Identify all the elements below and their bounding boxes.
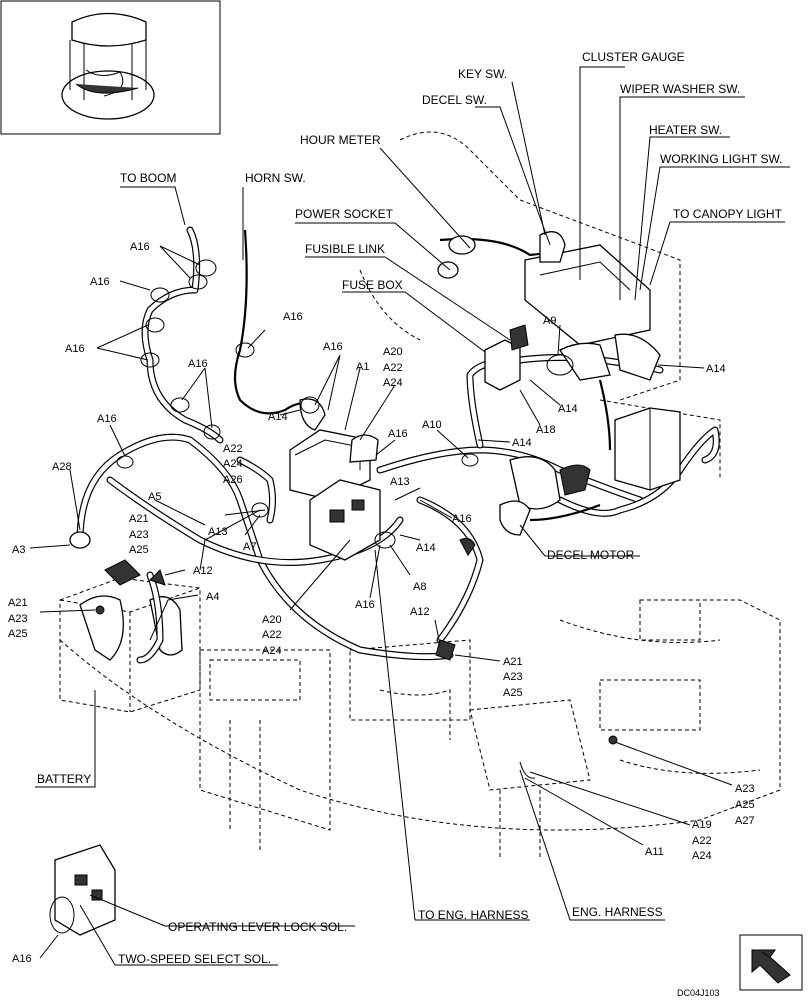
label-fuse-box: FUSE BOX xyxy=(342,278,403,292)
callout-a16: A16 xyxy=(97,413,117,425)
callout-a23: A23 xyxy=(503,671,523,683)
callout-a23: A23 xyxy=(129,529,149,541)
callout-a25: A25 xyxy=(8,628,28,640)
label-cluster-gauge: CLUSTER GAUGE xyxy=(582,50,685,64)
callout-a23: A23 xyxy=(735,783,755,795)
callout-a24: A24 xyxy=(223,458,243,470)
callout-a16: A16 xyxy=(452,513,472,525)
callout-a19: A19 xyxy=(692,819,712,831)
callout-a14: A14 xyxy=(558,403,578,415)
callout-a1: A1 xyxy=(356,361,369,373)
label-operating-lever-lock-sol: OPERATING LEVER LOCK SOL. xyxy=(168,920,347,934)
leader-lines xyxy=(29,66,790,966)
callout-a14: A14 xyxy=(512,437,532,449)
label-wiper-washer-sw: WIPER WASHER SW. xyxy=(620,82,740,96)
callout-a12: A12 xyxy=(410,606,430,618)
callout-a14: A14 xyxy=(706,363,726,375)
callout-a13: A13 xyxy=(390,476,410,488)
cluster-gauge xyxy=(437,231,651,346)
callout-a28: A28 xyxy=(52,461,72,473)
callout-a14: A14 xyxy=(268,411,288,423)
callout-a24: A24 xyxy=(383,377,403,389)
callout-a25: A25 xyxy=(503,687,523,699)
callout-a16: A16 xyxy=(283,311,303,323)
callout-a22: A22 xyxy=(383,362,403,374)
part-callouts: A16 A16 A16 A16 A16 A16 A1 A20 A22 A24 A… xyxy=(8,241,755,965)
label-to-canopy-light: TO CANOPY LIGHT xyxy=(673,207,783,221)
callout-a26: A26 xyxy=(223,474,243,486)
label-fusible-link: FUSIBLE LINK xyxy=(305,242,385,256)
label-heater-sw: HEATER SW. xyxy=(649,123,722,137)
callout-a7: A7 xyxy=(243,541,256,553)
label-decel-sw: DECEL SW. xyxy=(422,93,487,107)
callout-a3: A3 xyxy=(12,544,25,556)
label-horn-sw: HORN SW. xyxy=(245,171,306,185)
callout-a22: A22 xyxy=(262,629,282,641)
callout-a16: A16 xyxy=(188,358,208,370)
label-decel-motor: DECEL MOTOR xyxy=(547,548,635,562)
callout-a22: A22 xyxy=(692,835,712,847)
callout-a9: A9 xyxy=(543,315,556,327)
callout-a11: A11 xyxy=(645,846,664,858)
heater-block xyxy=(559,333,681,491)
drawing-code: DC04J103 xyxy=(677,988,720,998)
clamps xyxy=(69,259,618,779)
callout-a24: A24 xyxy=(692,850,712,862)
callout-a21: A21 xyxy=(129,513,149,525)
fusible-link xyxy=(484,324,529,391)
solenoid-valve xyxy=(49,844,116,936)
battery xyxy=(59,559,201,713)
callout-a21: A21 xyxy=(503,656,523,668)
machine-frame xyxy=(59,131,781,860)
callout-a20: A20 xyxy=(383,346,403,358)
label-key-sw: KEY SW. xyxy=(458,67,507,81)
callout-a16: A16 xyxy=(355,599,375,611)
text-labels: CLUSTER GAUGE KEY SW. WIPER WASHER SW. D… xyxy=(37,50,783,966)
callout-a16: A16 xyxy=(90,276,110,288)
callout-a5: A5 xyxy=(148,491,161,503)
location-inset xyxy=(0,0,221,135)
callout-a22: A22 xyxy=(223,443,243,455)
callout-a14: A14 xyxy=(416,542,436,554)
label-two-speed-select-sol: TWO-SPEED SELECT SOL. xyxy=(118,952,271,966)
callout-a18: A18 xyxy=(536,424,556,436)
callout-a16: A16 xyxy=(323,341,343,353)
callout-a16: A16 xyxy=(130,241,150,253)
callout-a16: A16 xyxy=(388,428,408,440)
label-battery: BATTERY xyxy=(37,772,91,786)
callout-a21: A21 xyxy=(8,597,28,609)
callout-a4: A4 xyxy=(206,591,219,603)
label-eng-harness: ENG. HARNESS xyxy=(572,905,663,919)
callout-a16: A16 xyxy=(12,953,32,965)
callout-a10: A10 xyxy=(422,419,442,431)
callout-a23: A23 xyxy=(8,613,28,625)
fuse-box-assembly xyxy=(289,398,381,561)
callout-a20: A20 xyxy=(262,614,282,626)
callout-a25: A25 xyxy=(129,544,149,556)
orientation-arrow-icon xyxy=(739,934,803,991)
label-to-eng-harness: TO ENG. HARNESS xyxy=(418,908,528,922)
label-to-boom: TO BOOM xyxy=(120,171,176,185)
callout-a13: A13 xyxy=(208,526,228,538)
decel-motor xyxy=(499,456,591,536)
label-power-socket: POWER SOCKET xyxy=(295,207,394,221)
callout-a12: A12 xyxy=(193,565,213,577)
callout-a16: A16 xyxy=(65,343,85,355)
label-hour-meter: HOUR METER xyxy=(300,133,381,147)
callout-a25: A25 xyxy=(735,799,755,811)
callout-a24: A24 xyxy=(262,645,282,657)
callout-a27: A27 xyxy=(735,815,755,827)
label-working-light-sw: WORKING LIGHT SW. xyxy=(660,152,782,166)
callout-a8: A8 xyxy=(413,581,426,593)
